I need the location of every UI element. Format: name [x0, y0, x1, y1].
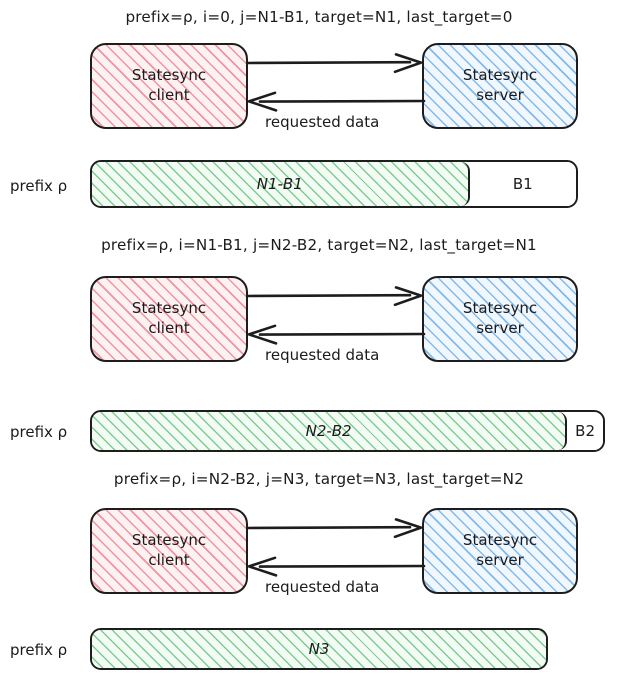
round-2-request-arrow: [246, 286, 423, 307]
round-2-caption: prefix=ρ, i=N1-B1, j=N2-B2, target=N2, l…: [101, 236, 537, 254]
round-1-segment-empty: B1: [469, 162, 576, 206]
round-2-segment-filled: N2-B2: [92, 412, 568, 450]
round-3-client-label: Statesync client: [131, 531, 207, 569]
round-3-request-arrow: [246, 518, 423, 539]
round-3-prefix-label: prefix ρ: [10, 641, 68, 659]
round-3-prefix-bar: N3: [90, 628, 548, 670]
round-2-client-label: Statesync client: [131, 299, 207, 337]
round-2-segment-empty-label: B2: [575, 422, 596, 440]
round-3-server-label: Statesync server: [462, 531, 538, 569]
round-1-segment-filled-label: N1-B1: [256, 175, 303, 193]
round-1-segment-filled: N1-B1: [92, 162, 470, 206]
round-1-statesync-server-node: Statesync server: [422, 43, 578, 129]
round-3-requested-data-label: requested data: [265, 578, 380, 596]
round-2-prefix-bar: N2-B2 B2: [90, 410, 605, 452]
round-3-segment-filled: N3: [92, 630, 546, 668]
round-1-server-label: Statesync server: [462, 66, 538, 104]
round-3-segment-filled-label: N3: [308, 640, 330, 658]
round-2-prefix-label: prefix ρ: [10, 423, 68, 441]
round-3-statesync-server-node: Statesync server: [422, 508, 578, 594]
round-1-response-arrow: [247, 91, 426, 112]
round-1-prefix-bar: N1-B1 B1: [90, 160, 578, 208]
round-2-statesync-server-node: Statesync server: [422, 276, 578, 362]
round-2-requested-data-label: requested data: [265, 346, 380, 364]
round-1-requested-data-label: requested data: [265, 113, 380, 131]
round-1-prefix-label: prefix ρ: [10, 177, 68, 195]
round-3-caption: prefix=ρ, i=N2-B2, j=N3, target=N3, last…: [113, 470, 525, 488]
round-3-statesync-client-node: Statesync client: [90, 508, 248, 594]
round-3-response-arrow: [247, 556, 426, 577]
round-2-statesync-client-node: Statesync client: [90, 276, 248, 362]
round-1-client-label: Statesync client: [131, 66, 207, 104]
round-2-server-label: Statesync server: [462, 299, 538, 337]
round-2-segment-empty: B2: [567, 412, 603, 450]
round-2-segment-filled-label: N2-B2: [305, 422, 352, 440]
round-1-caption: prefix=ρ, i=0, j=N1-B1, target=N1, last_…: [125, 8, 513, 26]
round-2-response-arrow: [247, 324, 426, 345]
round-1-segment-empty-label: B1: [512, 175, 533, 193]
round-1-request-arrow: [246, 53, 423, 74]
round-1-statesync-client-node: Statesync client: [90, 43, 248, 129]
